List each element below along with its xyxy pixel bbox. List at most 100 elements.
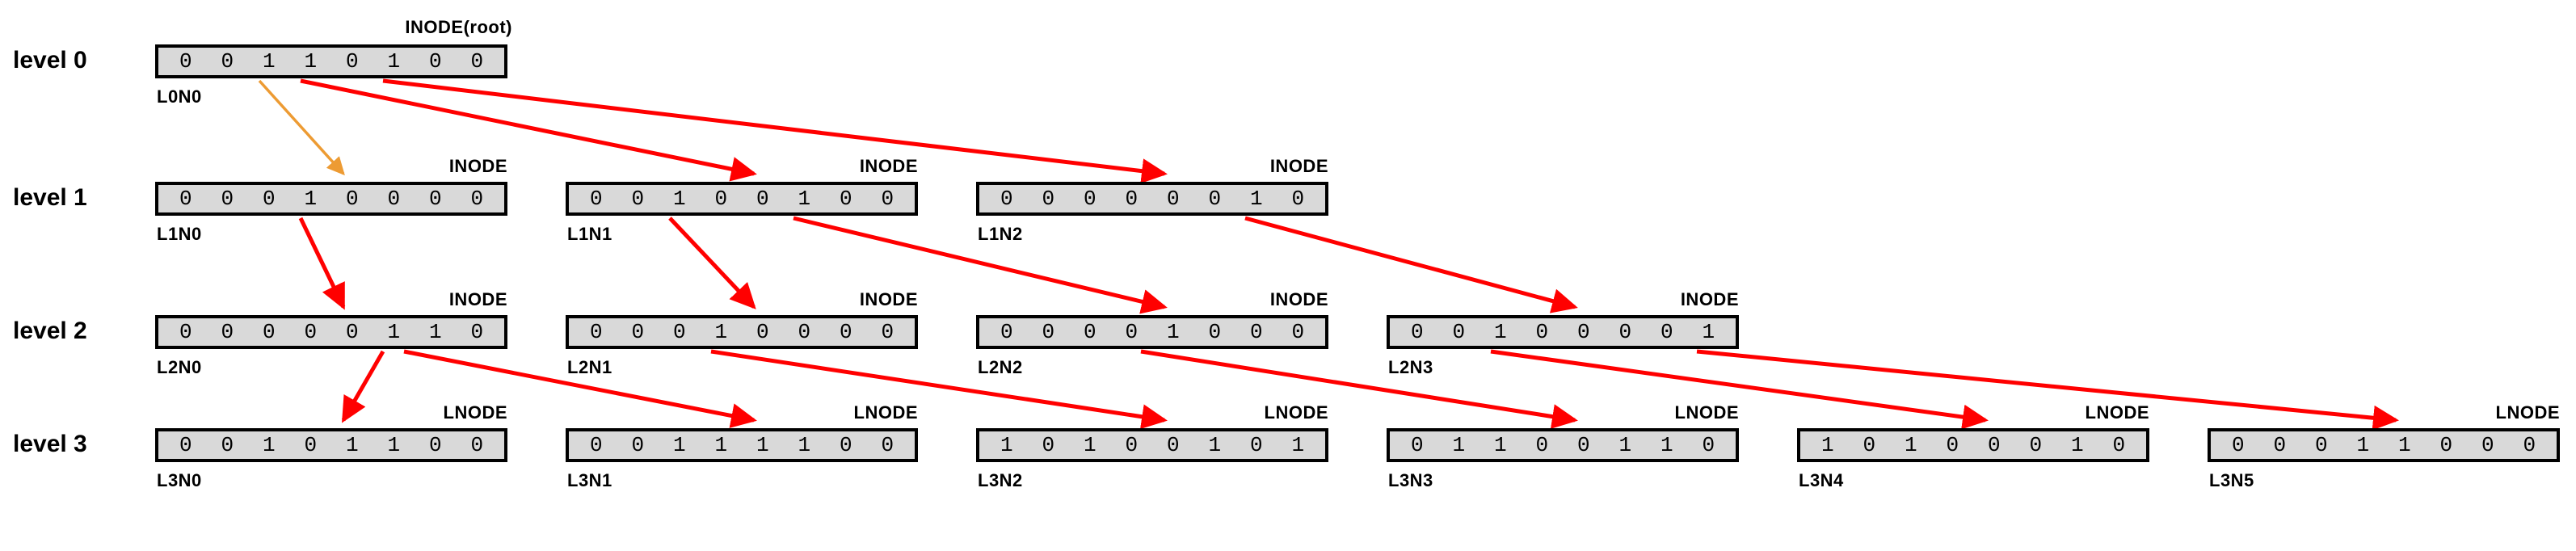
bit-cell: 1 <box>798 187 811 211</box>
node-id-label: L1N1 <box>567 224 612 244</box>
node-type-label: INODE <box>1680 289 1739 309</box>
bit-cell: 0 <box>1042 433 1055 457</box>
bit-cell: 0 <box>631 433 645 457</box>
bit-cell: 0 <box>470 320 484 344</box>
bit-cell: 0 <box>1249 320 1263 344</box>
bit-cell: 0 <box>1125 433 1139 457</box>
bit-cell: 0 <box>262 320 276 344</box>
bit-cell: 0 <box>221 320 234 344</box>
node-type-label: LNODE <box>2495 402 2560 423</box>
bit-cell: 0 <box>1410 433 1424 457</box>
bit-cell: 0 <box>221 433 234 457</box>
bit-cell: 0 <box>179 49 192 74</box>
bit-cell: 0 <box>262 187 276 211</box>
bit-cell: 1 <box>1208 433 1222 457</box>
bit-cell: 1 <box>1000 433 1013 457</box>
bit-cell: 0 <box>1249 433 1263 457</box>
bit-cell: 1 <box>1291 433 1305 457</box>
bit-cell: 0 <box>1576 433 1590 457</box>
bit-cell: 0 <box>1618 320 1632 344</box>
bit-cell: 1 <box>714 433 728 457</box>
bit-cell: 0 <box>1125 320 1139 344</box>
node-type-label: INODE <box>1269 156 1328 176</box>
bit-cell: 0 <box>631 320 645 344</box>
bit-cell: 0 <box>589 187 603 211</box>
bit-cell: 1 <box>1166 320 1180 344</box>
bit-cell: 0 <box>179 320 192 344</box>
bit-cell: 0 <box>881 187 894 211</box>
bit-cell: 1 <box>1493 320 1507 344</box>
bit-cell: 1 <box>672 433 686 457</box>
bit-cell: 0 <box>1535 433 1549 457</box>
bit-cell: 1 <box>798 433 811 457</box>
node-type-label: INODE <box>1269 289 1328 309</box>
bit-cell: 1 <box>1904 433 1917 457</box>
bit-cell: 1 <box>262 49 276 74</box>
bit-cell: 0 <box>839 187 852 211</box>
bit-cell: 0 <box>345 187 359 211</box>
bit-cell: 0 <box>1946 433 1959 457</box>
level-label-3: level 3 <box>13 431 87 457</box>
node-id-label: L2N2 <box>978 357 1023 377</box>
node-type-label: INODE <box>859 289 918 309</box>
node-id-label: L2N0 <box>157 357 202 377</box>
bit-cell: 0 <box>179 187 192 211</box>
bit-cell: 0 <box>428 49 442 74</box>
bit-cell: 1 <box>756 433 769 457</box>
bit-cell: 1 <box>262 433 276 457</box>
bit-cell: 1 <box>1493 433 1507 457</box>
bit-cell: 0 <box>1083 320 1096 344</box>
bit-cell: 1 <box>1452 433 1466 457</box>
bit-cell: 0 <box>1042 320 1055 344</box>
bit-cell: 0 <box>631 187 645 211</box>
bit-cell: 1 <box>304 49 318 74</box>
bit-cell: 1 <box>1660 433 1673 457</box>
bit-cell: 0 <box>1166 433 1180 457</box>
bit-cell: 0 <box>1000 320 1013 344</box>
node-id-label: L3N1 <box>567 470 612 490</box>
bit-cell: 0 <box>1660 320 1673 344</box>
bit-cell: 0 <box>1208 320 1222 344</box>
node-type-label: LNODE <box>443 402 507 423</box>
edge-L0N0-bit2-to-l1n0 <box>258 79 345 176</box>
edge-L2N2-bit4-to-l3n3 <box>1140 349 1578 429</box>
level-label-2: level 2 <box>13 318 87 344</box>
bit-cell: 0 <box>1083 187 1096 211</box>
bit-cell: 0 <box>2112 433 2126 457</box>
bit-cell: 0 <box>756 320 769 344</box>
bit-cell: 0 <box>839 433 852 457</box>
bit-cell: 0 <box>1000 187 1013 211</box>
bit-cell: 0 <box>1863 433 1876 457</box>
bit-cell: 0 <box>881 433 894 457</box>
node-id-label: L0N0 <box>157 86 202 107</box>
bit-cell: 0 <box>470 433 484 457</box>
bit-cell: 0 <box>304 433 318 457</box>
node-type-label: LNODE <box>853 402 918 423</box>
node-type-label: INODE <box>448 289 507 309</box>
node-type-label: INODE <box>448 156 507 176</box>
bit-cell: 0 <box>2523 433 2536 457</box>
node-id-label: L1N2 <box>978 224 1023 244</box>
bit-cell: 0 <box>470 49 484 74</box>
bit-cell: 0 <box>589 433 603 457</box>
node-id-label: L1N0 <box>157 224 202 244</box>
node-id-label: L3N2 <box>978 470 1023 490</box>
